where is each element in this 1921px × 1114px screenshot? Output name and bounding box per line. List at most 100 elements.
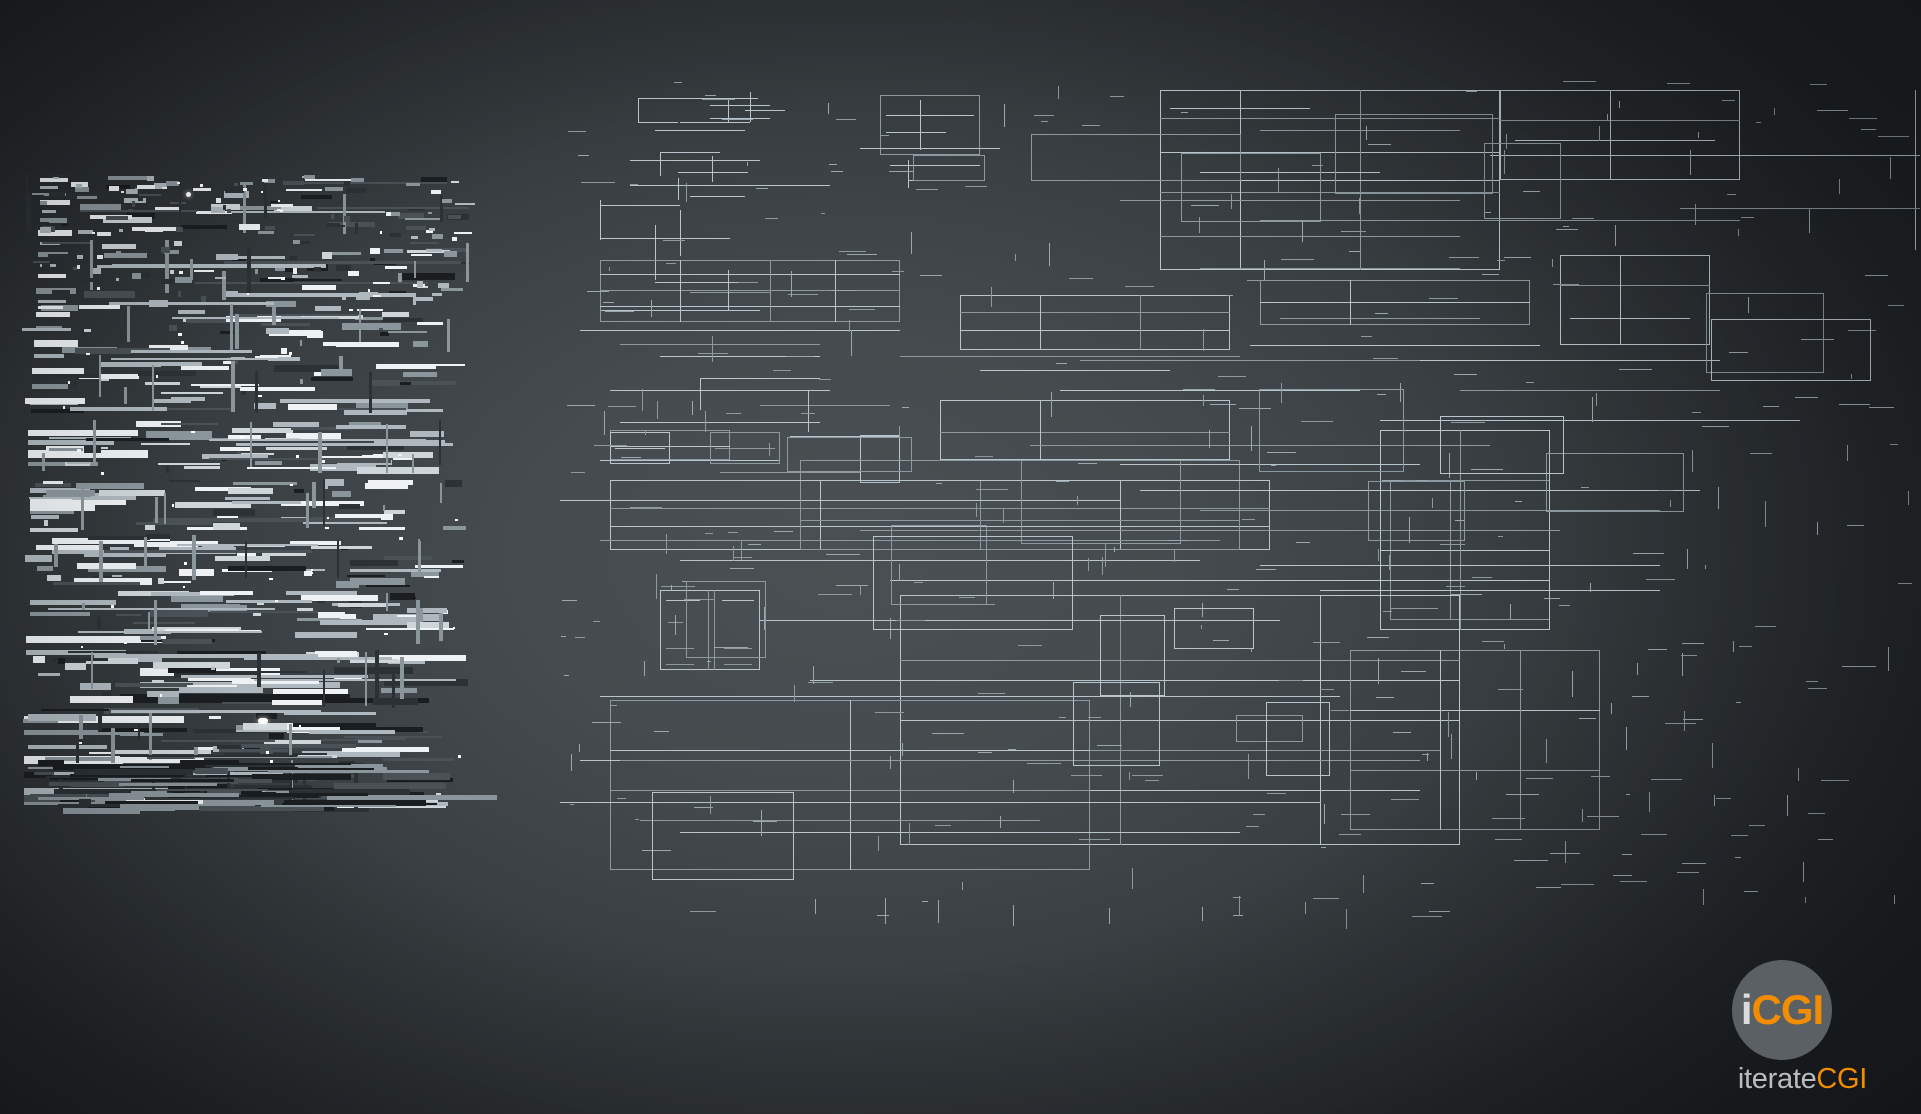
wire-line-h — [836, 119, 856, 120]
kit-part — [261, 323, 310, 326]
kit-part — [232, 428, 293, 433]
kit-part — [247, 293, 249, 295]
kit-part — [304, 175, 315, 179]
kit-part — [405, 218, 440, 220]
kit-part — [230, 304, 233, 350]
kit-part — [148, 612, 150, 629]
kit-part — [111, 358, 289, 360]
kit-part — [382, 312, 409, 317]
wire-line-h — [886, 132, 946, 133]
wire-line-h — [1682, 863, 1706, 864]
kit-part — [318, 612, 345, 618]
wire-line-v — [1805, 897, 1806, 903]
wire-line-h — [1233, 915, 1243, 916]
wire-line-v — [1774, 108, 1775, 115]
wire-line-h — [1280, 318, 1480, 319]
wire-line-h — [1320, 689, 1334, 690]
kit-part — [466, 243, 469, 282]
wire-line-h — [1515, 140, 1715, 141]
kit-part — [258, 395, 262, 397]
kit-part — [375, 650, 379, 698]
wire-line-v — [1888, 647, 1889, 671]
wire-line-h — [819, 379, 831, 380]
wire-line-h — [1716, 798, 1731, 799]
kit-part — [178, 291, 181, 297]
wire-line-v — [1695, 204, 1696, 225]
wire-line-h — [1682, 643, 1704, 644]
kit-part — [30, 505, 95, 511]
kit-part — [152, 365, 154, 411]
wire-line-v — [1015, 254, 1016, 261]
kit-part — [258, 231, 274, 234]
kit-part — [392, 671, 395, 708]
wire-line-h — [1878, 136, 1909, 137]
kit-part — [398, 273, 402, 282]
wire-line-h — [728, 532, 738, 533]
wire-line-h — [1349, 251, 1360, 252]
kit-part — [126, 189, 137, 194]
kit-part — [61, 224, 68, 226]
wire-line-v — [794, 685, 795, 702]
wire-line-h — [960, 330, 1230, 331]
kit-part — [181, 675, 368, 678]
kit-part — [127, 306, 130, 342]
wire-line-v — [938, 900, 939, 923]
kit-part — [31, 515, 59, 519]
wire-line-v — [991, 287, 992, 307]
wire-line-v — [849, 320, 850, 332]
wire-line-h — [1514, 860, 1548, 861]
kit-part — [225, 497, 270, 500]
wire-line-h — [1082, 125, 1100, 126]
wire-line-h — [630, 160, 760, 161]
wire-line-v — [1705, 565, 1706, 569]
kit-part — [187, 685, 237, 687]
wire-line-v — [1248, 754, 1249, 779]
wire-line-h — [630, 507, 662, 508]
kit-part — [169, 480, 200, 482]
wire-line-h — [1399, 770, 1416, 771]
wire-line-h — [600, 238, 730, 239]
wire-line-h — [1504, 257, 1531, 258]
kit-part — [195, 282, 428, 284]
wire-line-v — [660, 152, 661, 176]
wire-line-h — [1460, 390, 1720, 391]
kit-part — [111, 710, 321, 713]
wire-line-h — [1722, 100, 1735, 101]
wire-line-h — [1170, 108, 1310, 109]
kit-part — [177, 182, 180, 184]
wire-line-h — [580, 330, 900, 331]
kit-part — [112, 575, 122, 577]
kit-part — [179, 271, 183, 274]
wire-line-h — [1227, 589, 1239, 590]
kit-part — [209, 458, 393, 460]
wire-line-v — [1620, 255, 1621, 345]
kit-part — [191, 431, 195, 433]
kit-part — [329, 252, 361, 255]
kit-part — [321, 369, 352, 376]
wire-line-v — [1051, 392, 1052, 417]
kit-part — [181, 225, 227, 229]
kit-part — [178, 310, 205, 314]
kit-part — [390, 593, 415, 600]
kit-part — [184, 466, 220, 469]
wire-line-h — [902, 407, 909, 408]
wire-line-v — [1448, 712, 1449, 737]
wire-line-h — [1429, 298, 1458, 299]
wire-line-h — [849, 309, 875, 310]
wire-line-v — [1264, 260, 1265, 281]
wire-line-h — [1736, 702, 1741, 703]
wire-line-v — [911, 232, 912, 254]
wire-line-v — [1346, 909, 1347, 929]
kit-part — [281, 277, 285, 280]
wire-line-h — [1727, 194, 1736, 195]
kit-part — [154, 600, 157, 645]
kit-part — [97, 617, 101, 629]
kit-part — [294, 279, 342, 281]
kit-part — [359, 309, 361, 342]
kit-part — [448, 215, 461, 219]
kit-part — [77, 449, 81, 452]
kit-part — [140, 636, 161, 640]
wire-rect — [1560, 255, 1710, 345]
kit-part — [88, 536, 150, 540]
wire-line-v — [1427, 753, 1428, 761]
